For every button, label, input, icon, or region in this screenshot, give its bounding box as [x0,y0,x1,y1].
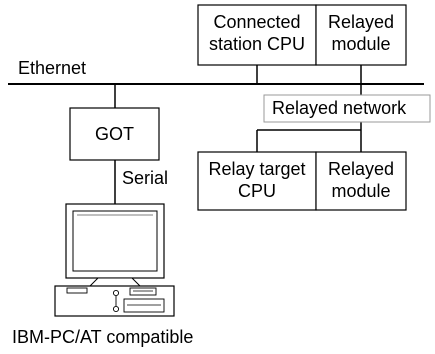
serial-label: Serial [122,168,169,188]
connected-station-line2: station CPU [208,34,306,54]
relay-target-cpu-label: Relay target CPU [198,158,316,202]
target-relayed-module-box [315,151,407,211]
got-box [69,107,160,161]
connected-relayed-module-box [315,4,407,66]
got-label: GOT [95,124,134,144]
relayed-network-label-box [263,94,431,123]
pc-label: IBM-PC/AT compatible [12,327,194,347]
target-relayed-line2: module [331,181,391,201]
relay-target-line1: Relay target [208,159,306,179]
connected-relayed-line2: module [331,34,391,54]
target-relayed-module-label: Relayed module [316,158,406,202]
relay-target-line2: CPU [237,181,276,201]
target-relayed-line1: Relayed [327,159,395,179]
ethernet-label: Ethernet [18,58,87,78]
connected-relayed-line1: Relayed [327,12,395,32]
connected-relayed-module-label: Relayed module [316,11,406,55]
relayed-network-label: Relayed network [272,98,407,118]
connected-station-cpu-label: Connected station CPU [198,11,316,55]
pc-icon [54,203,175,317]
connected-station-line1: Connected [213,12,301,32]
relay-target-cpu-box [197,151,317,211]
